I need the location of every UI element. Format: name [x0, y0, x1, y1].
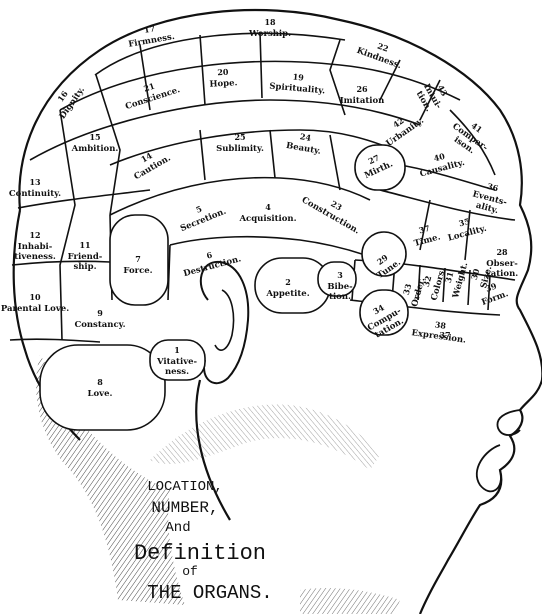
organ-label: 23Construction. — [300, 185, 367, 237]
organ-label: 42Urbanity. — [378, 106, 426, 149]
organ-label: 17Firmness. — [126, 20, 176, 50]
organ-name: Appetite. — [265, 289, 309, 299]
organ-number: 21 — [142, 81, 156, 94]
organ-number: 22 — [376, 41, 390, 54]
organ-name: ship. — [73, 262, 96, 272]
caption-line-5: of — [182, 564, 198, 579]
organ-number: 8 — [97, 377, 103, 387]
organ-label: 41Compar-ison. — [444, 112, 496, 162]
organ-number: 40 — [433, 151, 447, 164]
organ-number: 2 — [285, 277, 291, 287]
organ-name: Weight. — [451, 261, 470, 300]
organ-name: Spirituality. — [269, 82, 326, 97]
organ-label: 5Secretion. — [174, 195, 227, 234]
organ-name: Time. — [413, 232, 442, 249]
organ-name: Sublimity. — [216, 144, 264, 154]
organ-number: 32 — [421, 275, 434, 288]
organ-label: 22Kindness. — [355, 34, 407, 71]
organ-number: 28 — [496, 247, 508, 257]
organ-number: 18 — [264, 17, 276, 27]
organ-name: Friend- — [68, 252, 103, 262]
organ-number: 5 — [194, 204, 203, 215]
organ-number: 25 — [234, 132, 245, 142]
organ-label: 35Locality. — [444, 212, 488, 244]
caption-line-1: LOCATION, — [147, 479, 223, 495]
organ-number: 24 — [299, 131, 312, 143]
caption-line-2: NUMBER, — [151, 499, 218, 517]
caption-line-6: THE ORGANS. — [147, 582, 272, 604]
organ-number: 19 — [292, 72, 304, 83]
organ-label: 6Destruction. — [179, 243, 242, 280]
organ-number: 4 — [265, 202, 271, 212]
organ-name: Secretion. — [179, 207, 228, 234]
organ-name: Bibe- — [327, 282, 353, 292]
organ-name: Continuity. — [9, 189, 61, 199]
organ-number: 6 — [205, 249, 213, 260]
organ-label: 37Time. — [410, 221, 442, 249]
organ-number: 37 — [418, 223, 431, 236]
organ-label: 19Spirituality. — [269, 70, 327, 97]
organ-number: 36 — [486, 181, 500, 194]
organ-name: tion. — [329, 292, 351, 302]
organ-name: tiveness. — [14, 252, 56, 262]
organ-number: 30 — [469, 267, 482, 281]
organ-name: Hope. — [209, 78, 238, 89]
organ-number: 20 — [217, 67, 229, 78]
organ-number: 7 — [135, 254, 141, 264]
organ-name: Form. — [480, 289, 509, 308]
organ-name: ness. — [165, 367, 189, 377]
organ-name: Construction. — [300, 195, 361, 236]
organ-bubbles — [40, 145, 408, 430]
organ-name: Force. — [123, 266, 152, 276]
organ-name: Constancy. — [74, 320, 125, 330]
organ-name: Vitative- — [156, 357, 198, 367]
organ-number: 31 — [443, 271, 456, 284]
organ-number: 9 — [97, 308, 103, 318]
organ-label: 21Conscience. — [120, 74, 181, 113]
organ-name: Ambition. — [71, 144, 119, 154]
organ-number: 11 — [79, 240, 90, 250]
organ-name: Love. — [88, 389, 113, 399]
organ-name: Acquisition. — [238, 214, 296, 224]
organ-name: Imitation — [340, 96, 385, 106]
organ-label: 37 — [439, 330, 450, 340]
organ-number: 13 — [29, 177, 41, 187]
organ-number: 17 — [143, 23, 156, 35]
organ-name: Parental Love. — [1, 304, 69, 314]
organ-name: Worship. — [248, 29, 291, 39]
organ-number: 1 — [174, 345, 180, 355]
organ-name: Inhabi- — [18, 242, 53, 252]
organ-number: 12 — [29, 230, 40, 240]
organ-number: 33 — [401, 282, 414, 296]
organ-label: 20Hope. — [209, 66, 238, 89]
organ-label: 14Caution. — [126, 143, 172, 182]
organ-number: 10 — [29, 292, 41, 302]
organ-name: Beauty. — [285, 141, 321, 157]
organ-number: 26 — [356, 84, 368, 94]
caption-line-3: And — [165, 520, 190, 536]
caption-line-4: Definition — [134, 541, 266, 566]
organ-label: 24Beauty. — [285, 129, 323, 157]
organ-number: 15 — [89, 132, 100, 142]
organ-number: 37 — [439, 330, 450, 340]
organ-number: 3 — [337, 270, 343, 280]
